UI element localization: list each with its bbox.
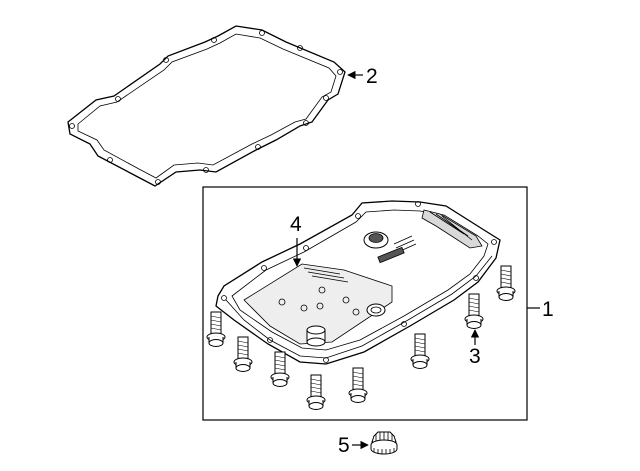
bolt — [496, 265, 516, 301]
bolt — [410, 333, 430, 369]
bolt — [206, 311, 226, 347]
callout-5: 5 — [338, 434, 350, 457]
drain-plug — [370, 431, 398, 455]
assembly-frame — [202, 186, 528, 421]
bolt — [464, 293, 484, 329]
callout-2: 2 — [366, 65, 378, 88]
bolt — [348, 367, 368, 403]
oil-pan-gasket — [67, 25, 346, 187]
oil-pan — [215, 200, 501, 365]
bolt — [233, 336, 253, 372]
callout-4: 4 — [290, 213, 302, 236]
callout-3: 3 — [469, 345, 481, 368]
bolt — [306, 374, 326, 410]
bolt — [270, 351, 290, 387]
callout-1: 1 — [542, 298, 554, 321]
